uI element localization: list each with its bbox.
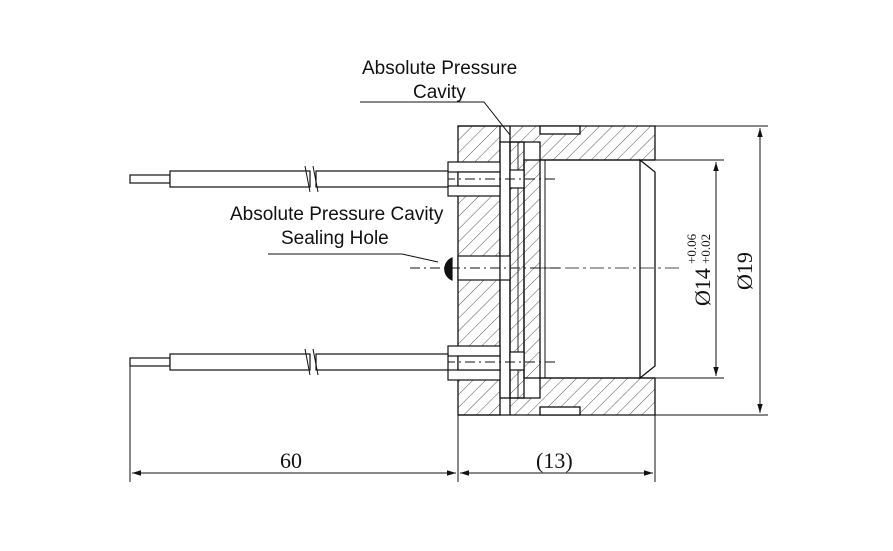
outer-diameter-dimension: Ø19 bbox=[732, 252, 757, 290]
inner-tolerance-lower: +0.02 bbox=[698, 234, 713, 264]
body-length-dimension: (13) bbox=[536, 448, 573, 473]
hole-label-line1: Absolute Pressure Cavity bbox=[230, 204, 444, 225]
bore-chamfer bbox=[639, 158, 656, 380]
top-lip bbox=[539, 125, 581, 135]
top-feedthrough bbox=[445, 161, 555, 197]
hole-label-line2: Sealing Hole bbox=[281, 228, 389, 249]
housing-bottom-wall bbox=[458, 377, 656, 416]
inner-tolerance-upper: +0.06 bbox=[684, 233, 699, 264]
core bbox=[523, 159, 541, 379]
inner-diameter-dimension: Ø14 bbox=[690, 268, 715, 306]
housing bbox=[457, 125, 656, 416]
lead-length-dimension: 60 bbox=[280, 448, 302, 473]
cavity-leader-line bbox=[360, 101, 511, 136]
hole-leader-line bbox=[268, 253, 439, 263]
lead-wire-top bbox=[129, 165, 449, 193]
housing-top-wall bbox=[458, 125, 656, 161]
cavity-label-line1: Absolute Pressure bbox=[362, 58, 517, 79]
sealing-hole bbox=[410, 255, 560, 281]
bore-outline bbox=[540, 159, 655, 379]
lead-wire-bottom bbox=[129, 348, 449, 376]
length-dimensions bbox=[129, 366, 656, 482]
seal-ball bbox=[444, 257, 453, 281]
cavity-label-line2: Cavity bbox=[413, 82, 466, 103]
bottom-feedthrough bbox=[445, 345, 555, 381]
diameter-dimensions bbox=[655, 125, 768, 416]
bottom-lip bbox=[539, 406, 581, 416]
